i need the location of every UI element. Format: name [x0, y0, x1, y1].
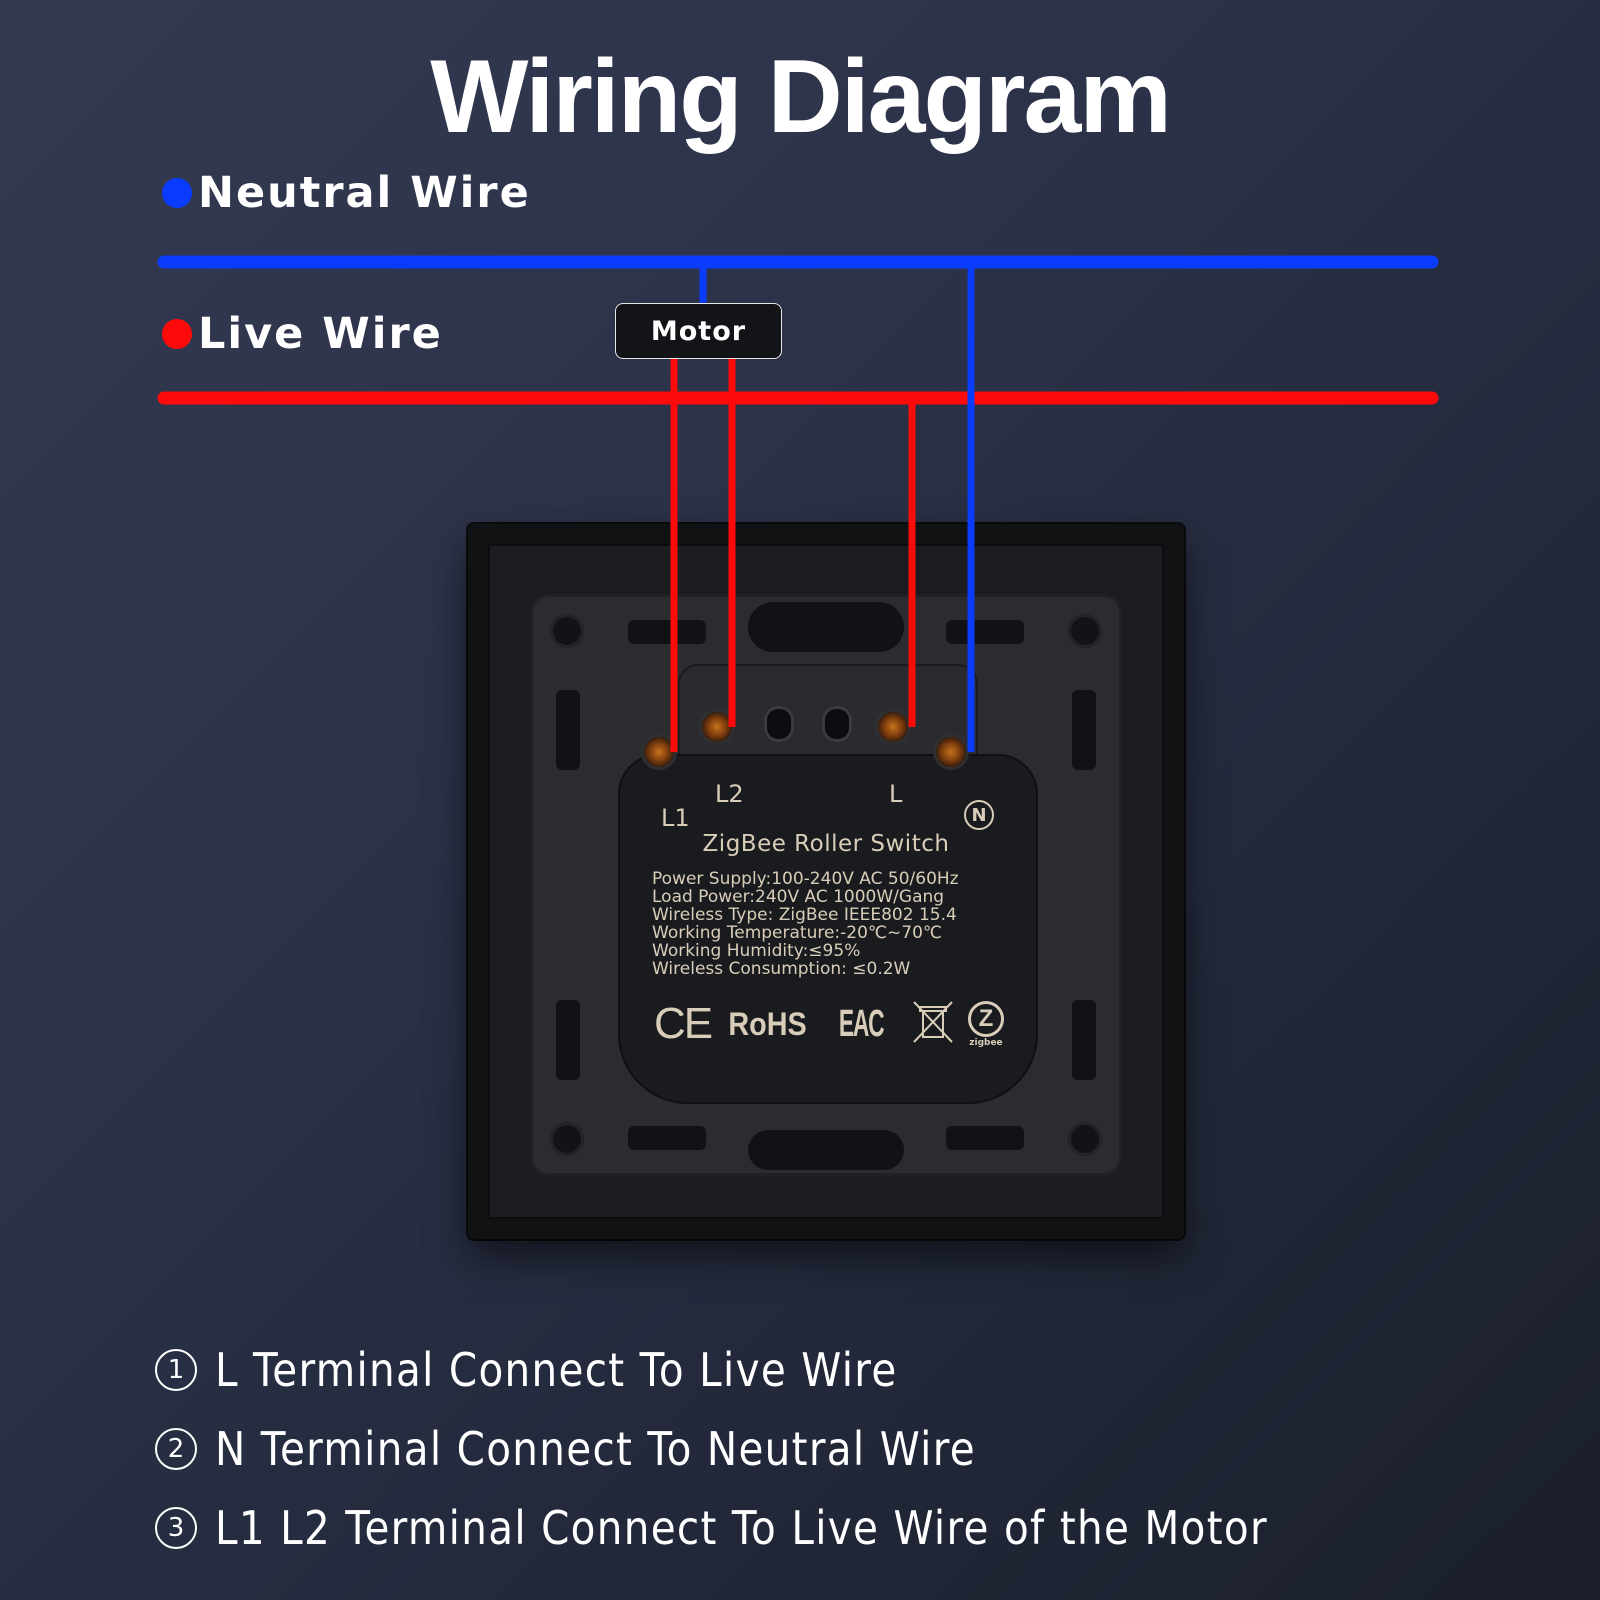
step-item: 2 N Terminal Connect To Neutral Wire — [155, 1409, 1412, 1488]
terminal-label-n: N — [964, 800, 994, 830]
eac-mark-icon: EAC — [838, 1002, 885, 1045]
spec-working-humidity: Working Humidity:≤95% — [652, 941, 861, 961]
spec-power-supply: Power Supply:100-240V AC 50/60Hz — [652, 869, 959, 889]
step-item: 1 L Terminal Connect To Live Wire — [155, 1330, 1412, 1409]
rohs-mark-icon: RoHS — [728, 1005, 807, 1042]
page-title: Wiring Diagram — [430, 39, 1172, 155]
terminal-screw-l1 — [644, 737, 674, 767]
plate-slot — [628, 1126, 706, 1150]
legend-neutral: Neutral Wire — [162, 168, 531, 218]
plate-slot — [1072, 690, 1096, 770]
weee-crossed-bin-icon — [911, 999, 955, 1049]
neutral-dot-icon — [162, 178, 192, 208]
socket-hole — [822, 706, 852, 742]
zigbee-logo-icon: Z zigbee — [967, 1000, 1004, 1048]
terminal-screw-n — [936, 737, 966, 767]
terminal-block — [678, 664, 978, 764]
step-number-1: 1 — [155, 1348, 197, 1391]
instruction-steps: 1 L Terminal Connect To Live Wire 2 N Te… — [155, 1330, 1412, 1567]
mounting-hole — [1068, 614, 1102, 648]
step-text-1: L Terminal Connect To Live Wire — [215, 1342, 898, 1397]
plate-slot — [556, 1000, 580, 1080]
step-number-3: 3 — [155, 1506, 197, 1549]
legend-live-label: Live Wire — [198, 309, 443, 359]
ce-mark-icon: CE — [654, 999, 713, 1048]
plate-slot — [748, 1130, 904, 1170]
socket-hole — [764, 706, 794, 742]
live-dot-icon — [162, 319, 192, 349]
plate-slot — [748, 602, 904, 652]
step-text-3: L1 L2 Terminal Connect To Live Wire of t… — [215, 1500, 1268, 1555]
mounting-hole — [550, 1122, 584, 1156]
legend-live: Live Wire — [162, 309, 443, 359]
mounting-hole — [550, 614, 584, 648]
step-item: 3 L1 L2 Terminal Connect To Live Wire of… — [155, 1488, 1412, 1567]
certification-marks: CE RoHS EAC Z zigbee — [654, 994, 1004, 1054]
spec-wireless-type: Wireless Type: ZigBee IEEE802 15.4 — [652, 905, 957, 925]
spec-load-power: Load Power:240V AC 1000W/Gang — [652, 887, 945, 907]
spec-list: Power Supply:100-240V AC 50/60Hz Load Po… — [652, 870, 959, 978]
terminal-screw-l — [878, 712, 908, 742]
terminal-label-l1: L1 — [661, 804, 690, 832]
plate-slot — [1072, 1000, 1096, 1080]
switch-device: L1 L2 L N ZigBee Roller Switch Power Sup… — [468, 524, 1184, 1239]
device-name: ZigBee Roller Switch — [702, 831, 950, 857]
step-number-2: 2 — [155, 1427, 197, 1470]
plate-slot — [946, 1126, 1024, 1150]
step-text-2: N Terminal Connect To Neutral Wire — [215, 1421, 977, 1476]
legend-neutral-label: Neutral Wire — [198, 168, 531, 218]
plate-slot — [628, 620, 706, 644]
plate-slot — [556, 690, 580, 770]
motor-box: Motor — [615, 303, 782, 359]
mounting-hole — [1068, 1122, 1102, 1156]
spec-working-temperature: Working Temperature:-20℃~70℃ — [652, 923, 942, 943]
spec-wireless-consumption: Wireless Consumption: ≤0.2W — [652, 959, 911, 979]
terminal-label-l2: L2 — [715, 780, 744, 808]
plate-slot — [946, 620, 1024, 644]
terminal-screw-l2 — [702, 712, 732, 742]
terminal-label-l: L — [889, 780, 903, 808]
